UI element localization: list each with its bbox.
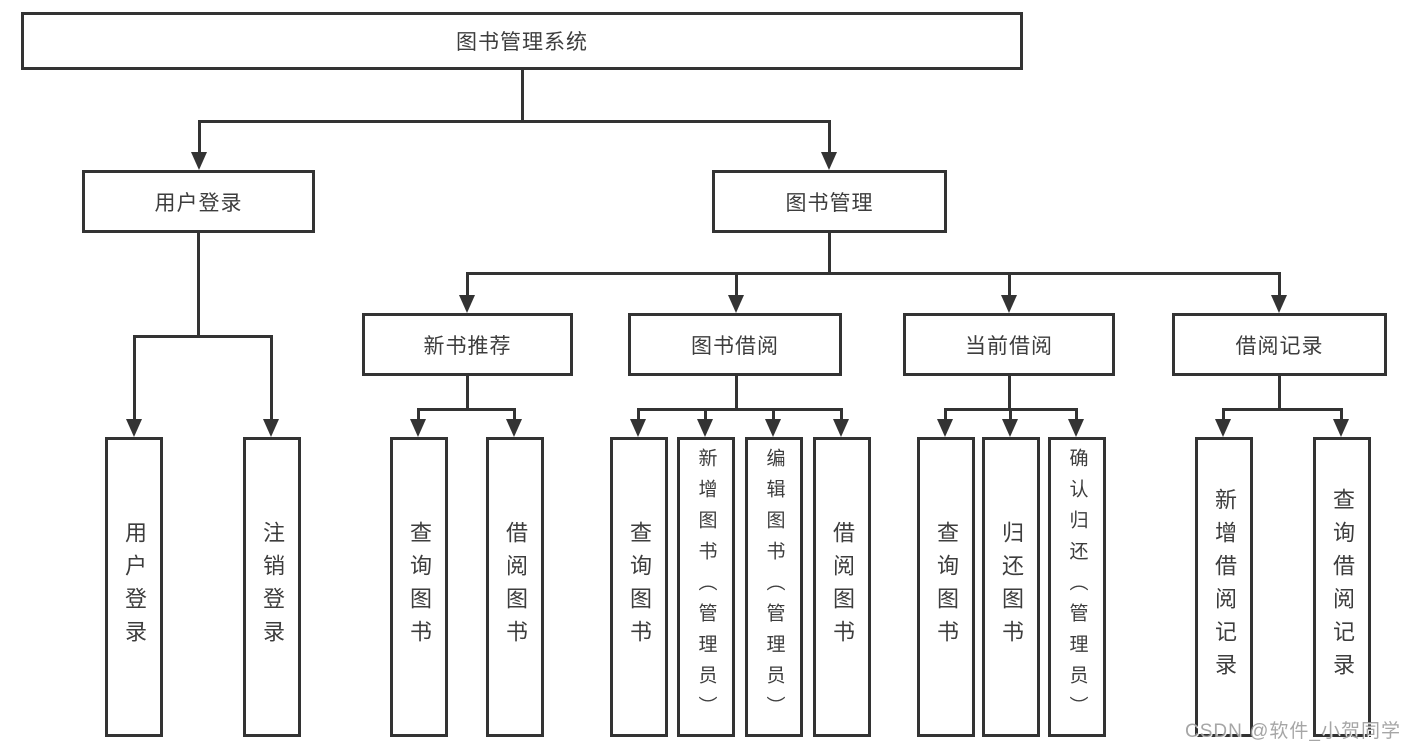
leaf-add-borrow-record-label: 新增借阅记录 (1212, 488, 1237, 686)
connector-recommend-bar (417, 408, 516, 411)
connector-current-drop (1075, 408, 1078, 421)
leaf-query-books-current-label: 查询图书 (934, 521, 959, 653)
leaf-confirm-return-admin-label: 确认归还（管理员） (1066, 447, 1088, 727)
arrowhead-down-icon (191, 152, 207, 170)
connector-current-drop (944, 408, 947, 421)
arrowhead-down-icon (728, 295, 744, 313)
arrowhead-down-icon (765, 419, 781, 437)
connector-mgmt-drop (1278, 272, 1281, 297)
leaf-query-borrow-record-label: 查询借阅记录 (1330, 488, 1355, 686)
leaf-confirm-return-admin: 确认归还（管理员） (1048, 437, 1106, 737)
connector-mgmt-stem (828, 233, 831, 274)
arrowhead-down-icon (821, 152, 837, 170)
leaf-borrow-books-recommend: 借阅图书 (486, 437, 544, 737)
node-book-borrow-label: 图书借阅 (691, 334, 779, 358)
connector-root-stem (521, 70, 524, 120)
leaf-add-borrow-record: 新增借阅记录 (1195, 437, 1253, 737)
connector-root-bar (198, 120, 830, 123)
leaf-edit-books-admin-label: 编辑图书（管理员） (763, 447, 785, 727)
connector-mgmt-drop (466, 272, 469, 297)
node-user-login: 用户登录 (82, 170, 315, 233)
connector-borrow-drop (840, 408, 843, 421)
connector-login-stem (197, 233, 200, 337)
arrowhead-down-icon (833, 419, 849, 437)
leaf-logout: 注销登录 (243, 437, 301, 737)
connector-borrow-drop (772, 408, 775, 421)
node-borrow-records: 借阅记录 (1172, 313, 1387, 376)
arrowhead-down-icon (697, 419, 713, 437)
connector-recommend-drop (513, 408, 516, 421)
connector-records-stem (1278, 376, 1281, 410)
node-current-borrow-label: 当前借阅 (965, 334, 1053, 358)
leaf-query-books-borrow-label: 查询图书 (627, 521, 652, 653)
node-root: 图书管理系统 (21, 12, 1023, 70)
leaf-borrow-books-label: 借阅图书 (830, 521, 855, 653)
leaf-query-books-borrow: 查询图书 (610, 437, 668, 737)
connector-login-drop (270, 335, 273, 421)
connector-recommend-drop (417, 408, 420, 421)
leaf-borrow-books-recommend-label: 借阅图书 (503, 521, 528, 653)
leaf-logout-label: 注销登录 (260, 521, 285, 653)
arrowhead-down-icon (937, 419, 953, 437)
leaf-add-books-admin-label: 新增图书（管理员） (695, 447, 717, 727)
node-borrow-records-label: 借阅记录 (1235, 334, 1324, 358)
arrowhead-down-icon (263, 419, 279, 437)
connector-records-bar (1222, 408, 1342, 411)
connector-mgmt-drop (1008, 272, 1011, 297)
connector-login-drop (133, 335, 136, 421)
arrowhead-down-icon (506, 419, 522, 437)
connector-mgmt-drop (735, 272, 738, 297)
leaf-query-borrow-record: 查询借阅记录 (1313, 437, 1371, 737)
arrowhead-down-icon (1333, 419, 1349, 437)
connector-records-drop (1222, 408, 1225, 421)
node-user-login-label: 用户登录 (154, 191, 243, 215)
connector-borrow-bar (637, 408, 842, 411)
leaf-add-books-admin: 新增图书（管理员） (677, 437, 735, 737)
node-new-book-recommend-label: 新书推荐 (423, 334, 512, 358)
connector-root-right-drop (828, 120, 831, 154)
node-current-borrow: 当前借阅 (903, 313, 1115, 376)
leaf-borrow-books: 借阅图书 (813, 437, 871, 737)
leaf-return-books-label: 归还图书 (999, 521, 1024, 653)
arrowhead-down-icon (1002, 419, 1018, 437)
node-root-label: 图书管理系统 (456, 31, 588, 54)
node-book-management-label: 图书管理 (785, 191, 874, 215)
connector-current-stem (1008, 376, 1011, 410)
connector-mgmt-bar (466, 272, 1281, 275)
leaf-user-login-label: 用户登录 (122, 521, 147, 653)
leaf-user-login: 用户登录 (105, 437, 163, 737)
node-book-management: 图书管理 (712, 170, 947, 233)
leaf-query-books-recommend: 查询图书 (390, 437, 448, 737)
leaf-return-books: 归还图书 (982, 437, 1040, 737)
node-new-book-recommend: 新书推荐 (362, 313, 573, 376)
arrowhead-down-icon (410, 419, 426, 437)
arrowhead-down-icon (1001, 295, 1017, 313)
leaf-query-books-current: 查询图书 (917, 437, 975, 737)
connector-borrow-drop (637, 408, 640, 421)
arrowhead-down-icon (1271, 295, 1287, 313)
csdn-watermark: CSDN @软件_小贺同学 (1185, 721, 1401, 742)
connector-recommend-stem (466, 376, 469, 410)
connector-current-drop (1009, 408, 1012, 421)
connector-records-drop (1340, 408, 1343, 421)
arrowhead-down-icon (630, 419, 646, 437)
connector-borrow-drop (704, 408, 707, 421)
arrowhead-down-icon (1068, 419, 1084, 437)
node-book-borrow: 图书借阅 (628, 313, 842, 376)
arrowhead-down-icon (1215, 419, 1231, 437)
arrowhead-down-icon (459, 295, 475, 313)
leaf-edit-books-admin: 编辑图书（管理员） (745, 437, 803, 737)
connector-root-left-drop (198, 120, 201, 154)
leaf-query-books-recommend-label: 查询图书 (407, 521, 432, 653)
connector-login-bar (133, 335, 273, 338)
connector-borrow-stem (735, 376, 738, 410)
arrowhead-down-icon (126, 419, 142, 437)
